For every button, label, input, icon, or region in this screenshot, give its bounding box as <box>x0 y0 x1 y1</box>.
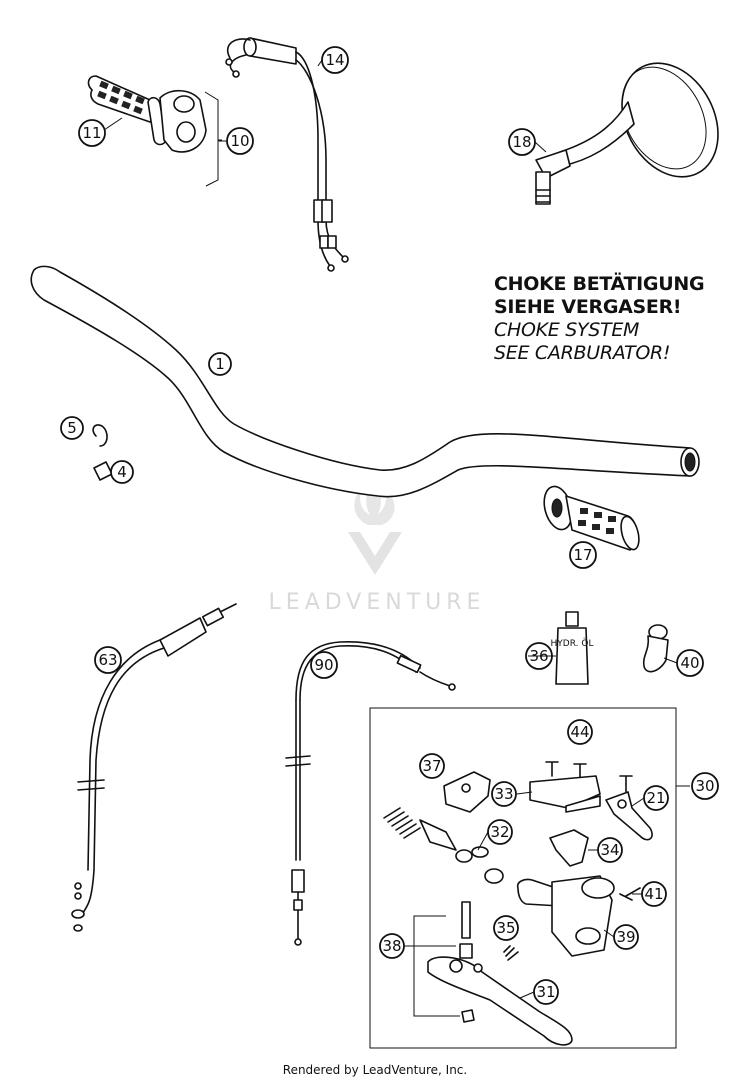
svg-text:32: 32 <box>490 823 509 841</box>
callout-1: 1 <box>208 352 232 376</box>
svg-text:17: 17 <box>573 546 592 564</box>
svg-text:30: 30 <box>695 777 714 795</box>
svg-text:90: 90 <box>314 656 333 674</box>
oil-label: HYDR. ÖL <box>551 638 594 649</box>
callout-5: 5 <box>60 416 84 440</box>
callout-31: 31 <box>533 979 559 1005</box>
svg-text:34: 34 <box>600 841 619 859</box>
callout-90: 90 <box>310 651 338 679</box>
callout-32: 32 <box>487 819 513 845</box>
callout-17: 17 <box>569 541 597 569</box>
callout-37: 37 <box>419 753 445 779</box>
svg-text:14: 14 <box>325 51 344 69</box>
note-line-3: CHOKE SYSTEM <box>494 319 640 341</box>
throttle-grip <box>87 75 222 187</box>
footer-credit: Rendered by LeadVenture, Inc. <box>282 1063 468 1077</box>
pin <box>93 461 113 481</box>
callout-63: 63 <box>94 646 122 674</box>
svg-text:40: 40 <box>680 654 699 672</box>
cable-90 <box>285 641 456 946</box>
callout-33: 33 <box>491 781 517 807</box>
svg-text:33: 33 <box>494 785 513 803</box>
callout-41: 41 <box>641 881 667 907</box>
svg-text:11: 11 <box>82 124 101 142</box>
callout-34: 34 <box>597 837 623 863</box>
callout-44: 44 <box>567 719 593 745</box>
callout-4: 4 <box>110 460 134 484</box>
svg-text:41: 41 <box>644 885 663 903</box>
svg-text:1: 1 <box>215 355 225 373</box>
choke-note: CHOKE BETÄTIGUNG SIEHE VERGASER! CHOKE S… <box>494 273 705 365</box>
svg-text:18: 18 <box>512 133 531 151</box>
svg-text:63: 63 <box>98 651 117 669</box>
svg-text:10: 10 <box>230 132 249 150</box>
leadventure-logo <box>348 475 402 575</box>
callout-35: 35 <box>493 915 519 941</box>
svg-text:35: 35 <box>496 919 515 937</box>
callout-11: 11 <box>78 119 106 147</box>
callout-21: 21 <box>643 785 669 811</box>
callout-30: 30 <box>691 772 719 800</box>
note-line-1: CHOKE BETÄTIGUNG <box>494 273 705 295</box>
callout-18: 18 <box>508 128 536 156</box>
svg-text:38: 38 <box>382 937 401 955</box>
handlebar <box>30 265 700 498</box>
mirror <box>535 62 719 205</box>
watermark-text: LEADVENTURE <box>268 590 486 615</box>
cable-63 <box>71 603 237 932</box>
svg-text:4: 4 <box>117 463 127 481</box>
circlip <box>92 424 108 447</box>
callout-14: 14 <box>321 46 349 74</box>
clamp <box>642 624 669 673</box>
svg-text:39: 39 <box>616 928 635 946</box>
svg-text:44: 44 <box>570 723 589 741</box>
note-line-4: SEE CARBURATOR! <box>494 342 671 364</box>
svg-text:5: 5 <box>67 419 77 437</box>
svg-text:21: 21 <box>646 789 665 807</box>
callout-10: 10 <box>226 127 254 155</box>
svg-text:31: 31 <box>536 983 555 1001</box>
brake-assembly <box>369 707 690 1049</box>
note-line-2: SIEHE VERGASER! <box>494 296 682 318</box>
left-grip <box>543 485 640 551</box>
oil-bottle: HYDR. ÖL <box>551 611 594 685</box>
callout-38: 38 <box>379 933 405 959</box>
callout-40: 40 <box>676 649 704 677</box>
svg-text:37: 37 <box>422 757 441 775</box>
throttle-cables <box>225 37 349 272</box>
callout-39: 39 <box>613 924 639 950</box>
